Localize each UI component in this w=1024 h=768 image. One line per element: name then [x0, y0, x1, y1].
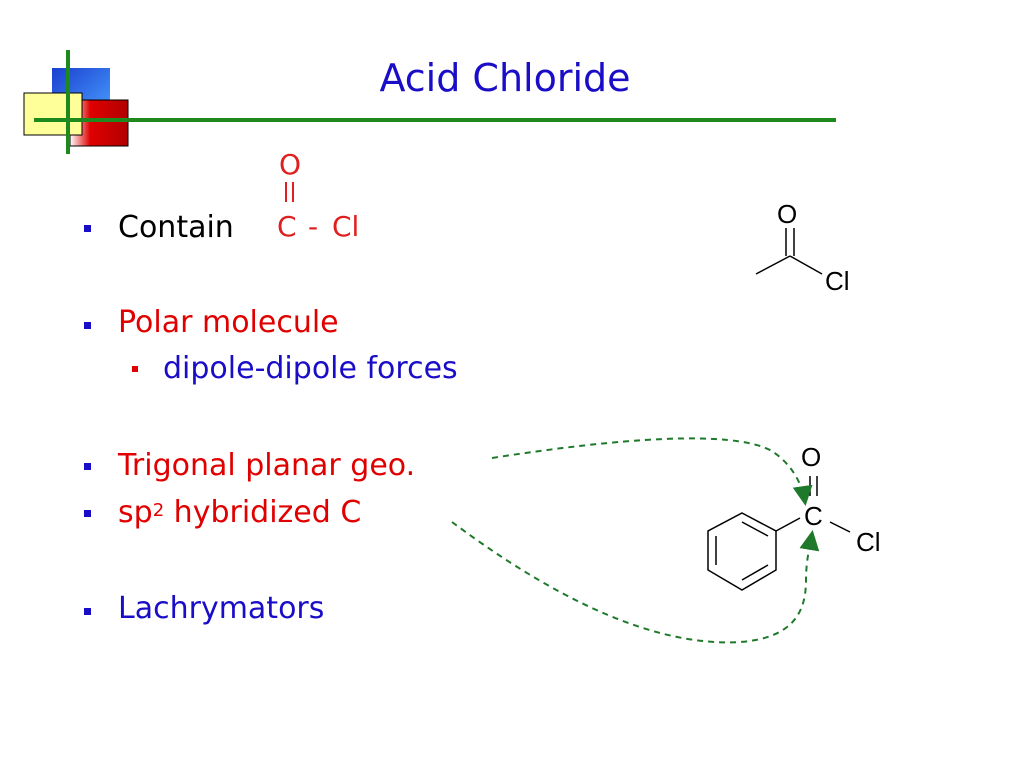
sub-bullet-marker [132, 366, 138, 372]
sp-text: sp [118, 495, 153, 530]
acetyl-oxygen: O [777, 199, 798, 229]
connector-sp2-to-carbon [451, 521, 820, 644]
bullet-polar-molecule: Polar molecule [118, 305, 339, 340]
formula-single-bond: - [308, 210, 319, 243]
benzoyl-carbon: C [804, 501, 823, 531]
slide-decoration [23, 50, 836, 154]
benzoyl-oxygen: O [801, 442, 822, 472]
logo-yellow-square [23, 92, 83, 136]
bullet-sp2-hybridized: sp2 hybridized C [118, 495, 361, 531]
sp-superscript: 2 [152, 500, 165, 521]
formula-oxygen: O [279, 148, 302, 181]
bullet-dipole-dipole-forces: dipole-dipole forces [163, 351, 458, 386]
bullet-marker [84, 463, 91, 470]
slide-title: Acid Chloride [379, 56, 631, 100]
formula-double-bond [285, 182, 294, 202]
hybridized-text: hybridized C [164, 495, 362, 530]
bullet-trigonal-planar: Trigonal planar geo. [118, 448, 416, 483]
bullet-lachrymators: Lachrymators [118, 591, 325, 626]
bullet-marker [84, 608, 91, 615]
acetyl-chlorine: Cl [825, 266, 850, 296]
carbon-chlorine-bond [829, 521, 851, 533]
ring-carbon-bond [775, 517, 801, 532]
bullet-marker [84, 225, 91, 232]
benzene-inner-bond [741, 521, 769, 537]
acetyl-chloride-structure [755, 228, 823, 275]
bullet-marker [84, 322, 91, 329]
benzoyl-chloride-structure [451, 437, 851, 644]
bullet-contain: Contain [118, 210, 234, 245]
formula-chlorine: Cl [332, 210, 360, 243]
benzene-inner-bond [741, 564, 769, 581]
formula-carbon: C [277, 210, 297, 243]
bullet-marker [84, 510, 91, 517]
connector-trigonal-to-carbon [491, 437, 813, 506]
benzene-ring [707, 512, 777, 591]
benzoyl-chlorine: Cl [856, 527, 881, 557]
